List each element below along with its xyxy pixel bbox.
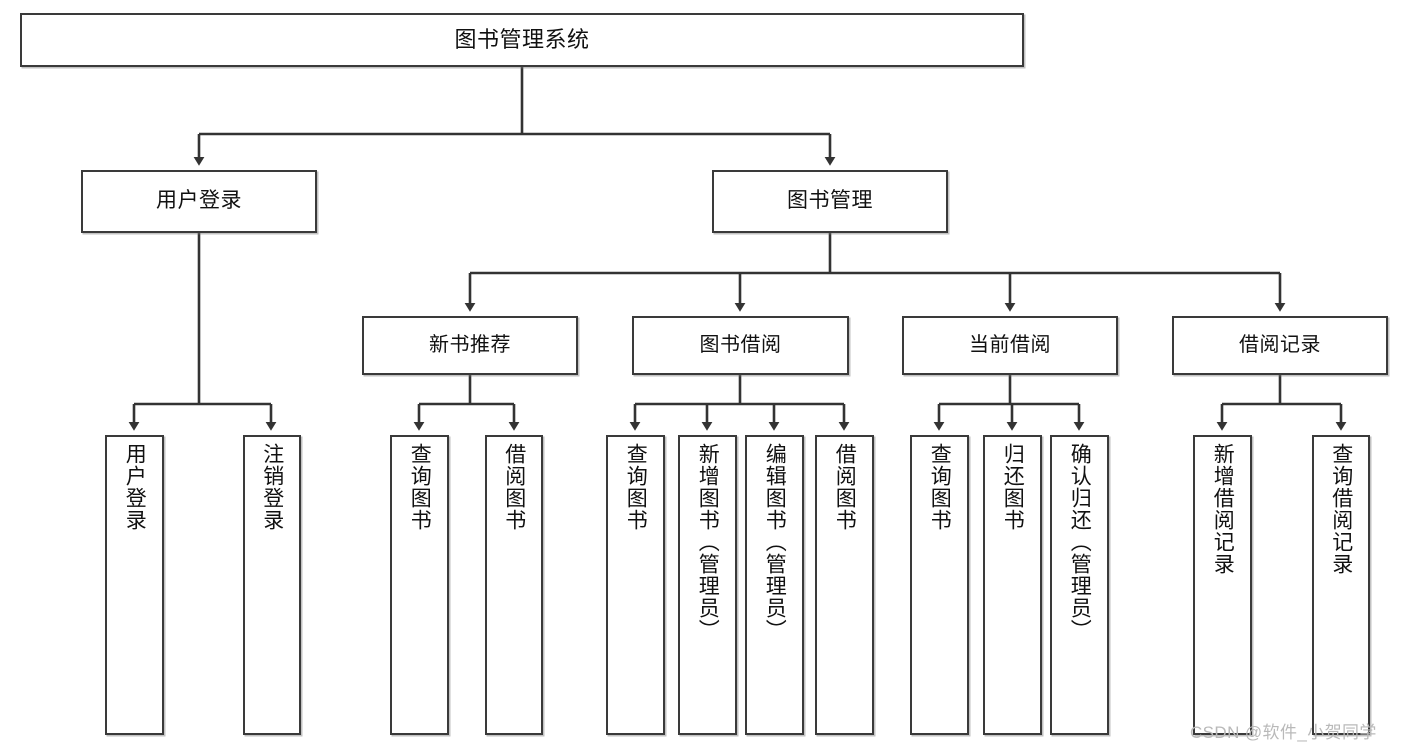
node-book-management-label: 图书管理: [787, 189, 873, 213]
leaf-label: 借阅图书: [833, 443, 857, 531]
leaf-label: 用户登录: [123, 443, 147, 531]
leaf-label: 查询借阅记录: [1329, 443, 1353, 575]
leaf-user-login[interactable]: 用户登录: [105, 435, 164, 735]
leaf-label: 借阅图书: [502, 443, 526, 531]
leaf-confirm-return-admin[interactable]: 确认归还（管理员）: [1050, 435, 1109, 735]
node-book-borrow[interactable]: 图书借阅: [632, 316, 849, 375]
node-root-label: 图书管理系统: [454, 27, 590, 53]
leaf-label: 查询图书: [928, 443, 952, 531]
node-current-borrow[interactable]: 当前借阅: [902, 316, 1118, 375]
leaf-query-borrow-record[interactable]: 查询借阅记录: [1312, 435, 1370, 735]
leaf-borrow-book[interactable]: 借阅图书: [815, 435, 874, 735]
watermark: CSDN @软件_小贺同学: [1190, 723, 1377, 742]
leaf-edit-book-admin[interactable]: 编辑图书（管理员）: [745, 435, 804, 735]
leaf-label: 查询图书: [624, 443, 648, 531]
node-borrow-record-label: 借阅记录: [1239, 333, 1321, 356]
node-new-book-recommend-label: 新书推荐: [429, 333, 511, 356]
leaf-query-book-recommend[interactable]: 查询图书: [390, 435, 449, 735]
leaf-query-book-borrow[interactable]: 查询图书: [606, 435, 665, 735]
leaf-label: 编辑图书（管理员）: [763, 443, 787, 641]
leaf-label: 确认归还（管理员）: [1068, 443, 1092, 641]
leaf-logout[interactable]: 注销登录: [243, 435, 301, 735]
leaf-label: 注销登录: [260, 443, 284, 531]
node-current-borrow-label: 当前借阅: [969, 333, 1051, 356]
node-root[interactable]: 图书管理系统: [20, 13, 1024, 67]
leaf-label: 查询图书: [408, 443, 432, 531]
leaf-label: 新增借阅记录: [1211, 443, 1235, 575]
leaf-label: 归还图书: [1001, 443, 1025, 531]
node-book-borrow-label: 图书借阅: [699, 333, 782, 356]
node-user-login[interactable]: 用户登录: [81, 170, 317, 233]
node-new-book-recommend[interactable]: 新书推荐: [362, 316, 578, 375]
node-user-login-label: 用户登录: [156, 189, 242, 213]
leaf-query-book-current[interactable]: 查询图书: [910, 435, 969, 735]
leaf-add-borrow-record[interactable]: 新增借阅记录: [1193, 435, 1252, 735]
leaf-label: 新增图书（管理员）: [696, 443, 720, 641]
leaf-return-book[interactable]: 归还图书: [983, 435, 1042, 735]
leaf-borrow-book-recommend[interactable]: 借阅图书: [485, 435, 543, 735]
node-book-management[interactable]: 图书管理: [712, 170, 948, 233]
leaf-add-book-admin[interactable]: 新增图书（管理员）: [678, 435, 737, 735]
node-borrow-record[interactable]: 借阅记录: [1172, 316, 1388, 375]
